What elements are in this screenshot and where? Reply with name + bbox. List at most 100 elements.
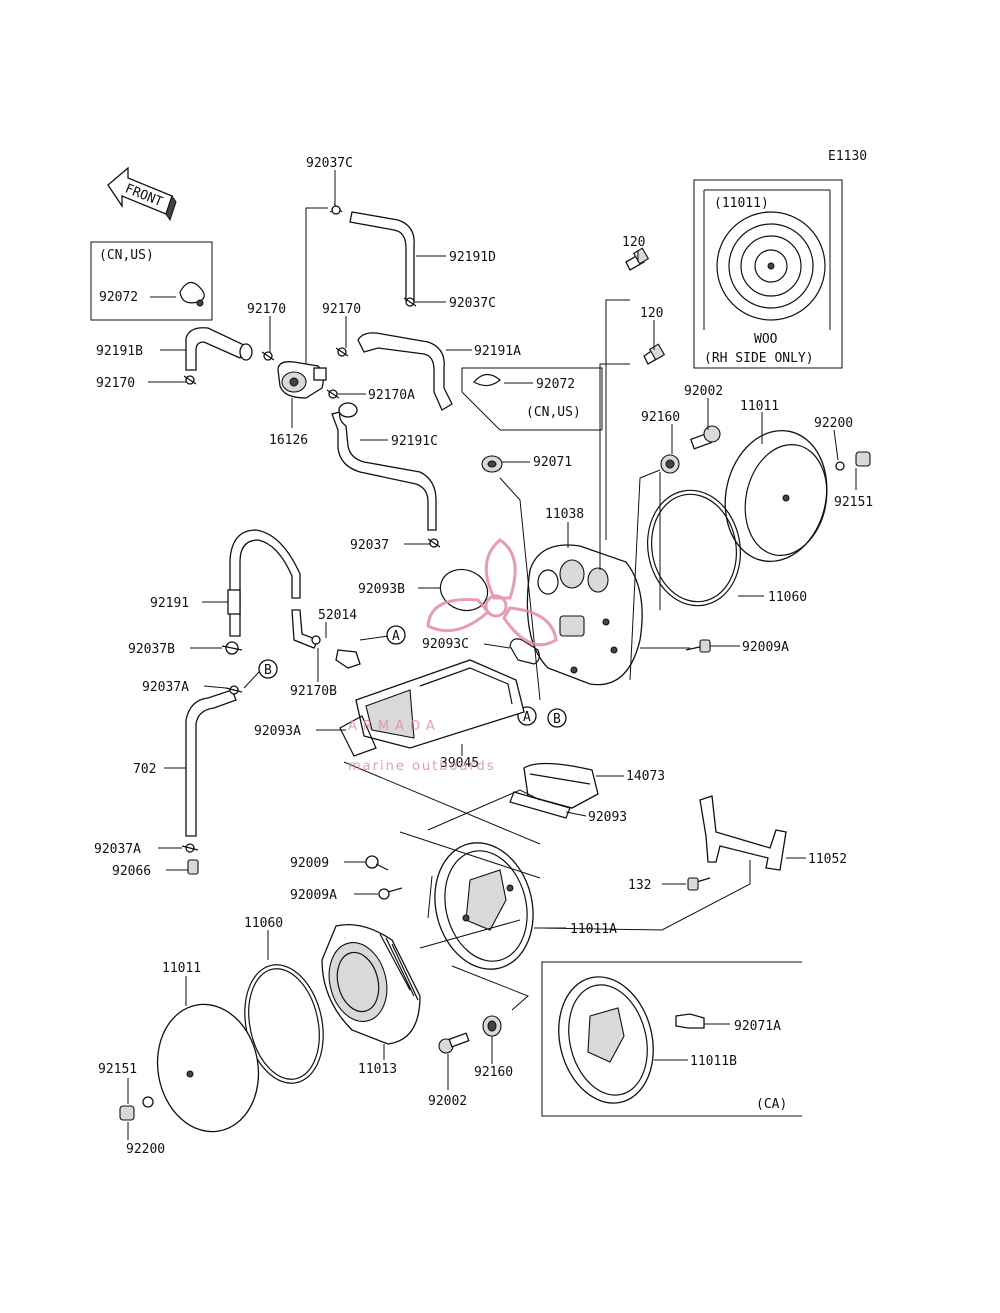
woo-box-line1: WOO bbox=[754, 332, 778, 347]
callout-92200-top: 92200 bbox=[814, 416, 853, 431]
callout-14073: 14073 bbox=[626, 769, 665, 784]
spacer-92160-bottom bbox=[482, 1015, 502, 1037]
hose-92191a bbox=[357, 332, 453, 411]
callout-92002-top: 92002 bbox=[684, 384, 723, 399]
callout-92037c-mid: 92037C bbox=[449, 296, 496, 311]
watermark-tagline: marine outboards bbox=[348, 759, 496, 774]
callout-92066: 92066 bbox=[112, 864, 151, 879]
hose-702 bbox=[185, 689, 237, 837]
woo-box: (11011) WOO (RH SIDE ONLY) bbox=[693, 179, 843, 369]
gasket-92093c bbox=[509, 638, 540, 665]
clamp-92037b bbox=[221, 641, 243, 655]
callout-92071a: 92071A bbox=[734, 1019, 781, 1034]
gasket-92093 bbox=[509, 791, 571, 819]
o-ring-11060-right bbox=[646, 489, 742, 607]
clamp-92037a-bottom bbox=[181, 843, 199, 853]
callout-92191a: 92191A bbox=[474, 344, 521, 359]
ref-circle-b-right: B bbox=[547, 708, 567, 728]
hose-92191c bbox=[331, 402, 437, 531]
callout-11011-left: 11011 bbox=[162, 961, 201, 976]
bolt-92151-bottom bbox=[119, 1105, 135, 1121]
washer-92200-bottom bbox=[142, 1096, 154, 1108]
backplate-11038 bbox=[526, 544, 643, 686]
grommet-92071 bbox=[481, 455, 503, 473]
callout-92151-top: 92151 bbox=[834, 495, 873, 510]
callout-120-a: 120 bbox=[622, 235, 645, 250]
spacer-92160-top bbox=[660, 454, 680, 474]
clamp-icon bbox=[179, 281, 205, 307]
callout-labels: 92037C 92191D 92037C 92170 92170 92191B … bbox=[94, 156, 873, 1157]
callout-92191b: 92191B bbox=[96, 344, 143, 359]
callout-92037c-top: 92037C bbox=[306, 156, 353, 171]
cn-us-box-top-part: 92072 bbox=[99, 290, 138, 305]
watermark: ARMADA marine outboards bbox=[348, 538, 558, 774]
callout-92191d: 92191D bbox=[449, 250, 496, 265]
callout-120-b: 120 bbox=[640, 306, 663, 321]
callout-702: 702 bbox=[133, 762, 156, 777]
clamp-92170-b bbox=[335, 347, 349, 357]
washer-92200-top bbox=[835, 461, 845, 471]
duct-39045 bbox=[355, 659, 525, 749]
assembly-lines bbox=[305, 207, 751, 1011]
callout-92200-bottom: 92200 bbox=[126, 1142, 165, 1157]
cn-us-box-top: (CN,US) 92072 bbox=[90, 241, 213, 321]
fitting-92071a bbox=[675, 1013, 705, 1029]
bolt-92009a-right bbox=[685, 639, 711, 653]
clamp-92170-c bbox=[183, 375, 197, 385]
ref-circle-b-left: B bbox=[258, 659, 278, 679]
callout-92037: 92037 bbox=[350, 538, 389, 553]
callout-11011a: 11011A bbox=[570, 922, 617, 937]
callout-92037a-bottom: 92037A bbox=[94, 842, 141, 857]
leader-lines bbox=[127, 170, 857, 1140]
callout-92160-top: 92160 bbox=[641, 410, 680, 425]
callout-92037a-top: 92037A bbox=[142, 680, 189, 695]
bolt-92009a-mid bbox=[378, 887, 403, 900]
cn-us-box-mid-part: 92072 bbox=[536, 377, 575, 392]
bolt-92002-top bbox=[689, 425, 721, 450]
svg-text:B: B bbox=[553, 712, 561, 727]
bracket-11052 bbox=[699, 795, 787, 871]
woo-box-header: (11011) bbox=[714, 196, 769, 211]
clamp-92170-a bbox=[261, 351, 275, 361]
woo-box-line2: (RH SIDE ONLY) bbox=[704, 351, 814, 366]
callout-11052: 11052 bbox=[808, 852, 847, 867]
svg-text:B: B bbox=[264, 663, 272, 678]
clamp-92037a-top bbox=[225, 685, 243, 695]
callout-92093b: 92093B bbox=[358, 582, 405, 597]
callout-39045: 39045 bbox=[440, 756, 479, 771]
callout-92009: 92009 bbox=[290, 856, 329, 871]
callout-16126: 16126 bbox=[269, 433, 308, 448]
cn-us-box-mid: 92072 (CN,US) bbox=[461, 367, 603, 431]
ca-box: (CA) bbox=[541, 961, 802, 1117]
callout-92191: 92191 bbox=[150, 596, 189, 611]
cn-us-box-top-header: (CN,US) bbox=[99, 248, 154, 263]
cover-11011-right bbox=[724, 429, 828, 563]
front-arrow-icon: FRONT bbox=[107, 166, 177, 222]
callout-11038: 11038 bbox=[545, 507, 584, 522]
callout-11011-top: 11011 bbox=[740, 399, 779, 414]
ref-circle-a-left: A bbox=[386, 625, 406, 645]
callout-52014: 52014 bbox=[318, 608, 357, 623]
watermark-brand: ARMADA bbox=[348, 719, 441, 734]
callout-92093: 92093 bbox=[588, 810, 627, 825]
cover-11011-left bbox=[156, 1003, 260, 1133]
hose-92191b bbox=[185, 327, 253, 371]
callout-92170a: 92170A bbox=[368, 388, 415, 403]
housing-11011a bbox=[434, 842, 534, 970]
bolt-92002-bottom bbox=[438, 1032, 470, 1054]
bolt-92151-top bbox=[855, 451, 871, 467]
hose-52014 bbox=[291, 609, 361, 669]
svg-text:A: A bbox=[523, 710, 531, 725]
hose-92191d bbox=[329, 203, 415, 301]
clamp-92170a bbox=[326, 389, 340, 399]
callout-92170-a: 92170 bbox=[247, 302, 286, 317]
cn-us-box-mid-footer: (CN,US) bbox=[526, 405, 581, 420]
filter-11013 bbox=[321, 923, 421, 1045]
callout-92170-b: 92170 bbox=[322, 302, 361, 317]
callout-11060-left: 11060 bbox=[244, 916, 283, 931]
clamp-92037 bbox=[427, 538, 441, 548]
air-cleaner-cover-icon bbox=[716, 211, 826, 321]
fitting-92066 bbox=[187, 859, 199, 875]
clamp-92170b bbox=[311, 635, 321, 645]
